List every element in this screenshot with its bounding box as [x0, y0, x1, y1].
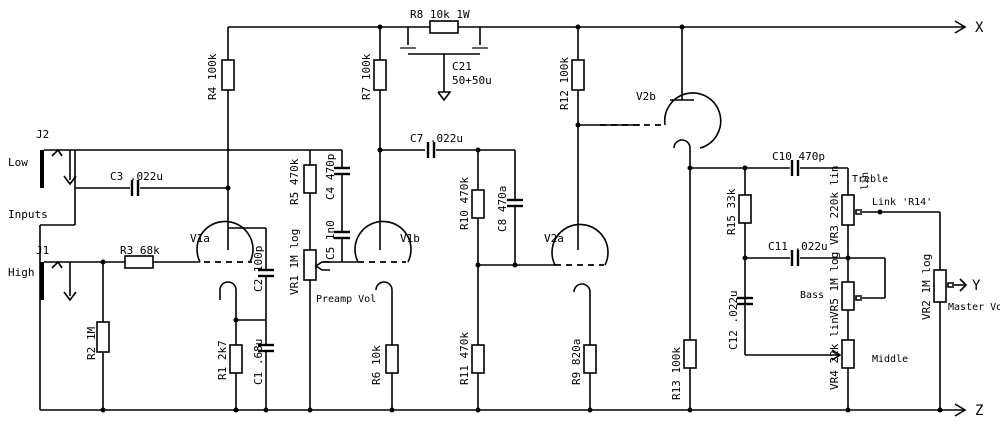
- rail-label-y: Y: [972, 278, 981, 294]
- vr2-master-pot[interactable]: [933, 269, 947, 303]
- c21-value: 50+50u: [452, 74, 492, 87]
- v2a-label: V2a: [544, 232, 564, 245]
- v1b-label: V1b: [400, 232, 420, 245]
- r13-label: R13 100k: [670, 347, 683, 400]
- treble-label: Treble: [852, 174, 888, 185]
- v1b-tube: [354, 220, 412, 291]
- c1-label: C1 .68u: [252, 339, 265, 385]
- ground-rail-z: [40, 403, 967, 417]
- c11-label: C11 .022u: [768, 240, 828, 253]
- vr1-label: VR1 1M log: [288, 229, 301, 295]
- vr3-treble-pot[interactable]: [841, 194, 855, 226]
- r3-label: R3 68k: [120, 244, 160, 257]
- v2b-tube: [663, 92, 722, 149]
- vr5-bass-pot[interactable]: [841, 281, 855, 311]
- r8-label: R8 10k 1W: [410, 8, 470, 21]
- c3-label: C3 .022u: [110, 170, 163, 183]
- r7-label: R7 100k: [360, 53, 373, 100]
- r8-supply-resistor: [400, 20, 488, 102]
- r2-resistor: [96, 259, 110, 410]
- r12-label: R12 100k: [558, 57, 571, 110]
- r2-label: R2 1M: [85, 327, 98, 360]
- input-high-label: High: [8, 266, 35, 279]
- hv-rail-x: [228, 20, 967, 34]
- input-low-label: Low: [8, 156, 28, 169]
- v2a-tube: [551, 223, 609, 293]
- input-wiring: [39, 149, 231, 410]
- c21-label: C21: [452, 60, 472, 73]
- link-label: Link 'R14': [872, 197, 932, 208]
- c2-label: C2 100p: [252, 246, 265, 292]
- preamp-vol-label: Preamp Vol: [316, 294, 376, 305]
- r3-resistor: [118, 255, 200, 269]
- vr2-label: VR2 1M log: [920, 254, 933, 320]
- j1-jack: [40, 260, 77, 302]
- vr5-label: VR5 1M log: [828, 252, 841, 318]
- c7-label: C7 .022u: [410, 132, 463, 145]
- treble-lin-label: lin: [860, 172, 871, 190]
- j1-label: J1: [36, 244, 49, 257]
- c5-label: C5 1n0: [324, 220, 337, 260]
- r11-label: R11 470k: [458, 332, 471, 385]
- r4-label: R4 100k: [206, 53, 219, 100]
- c12-label: C12 .022u: [727, 290, 740, 350]
- middle-label: Middle: [872, 354, 908, 365]
- v2b-label: V2b: [636, 90, 656, 103]
- v1a-label: V1a: [190, 232, 210, 245]
- vr3-label: VR3 220k lin: [828, 166, 841, 245]
- rail-label-x: X: [975, 20, 984, 36]
- c8-label: C8 470a: [496, 186, 509, 232]
- r9-label: R9 820a: [570, 339, 583, 385]
- bass-label: Bass: [800, 290, 824, 301]
- master-vol-label: Master Vol: [948, 302, 1000, 313]
- vr1-pot[interactable]: [303, 249, 317, 281]
- r6-label: R6 10k: [370, 345, 383, 385]
- rail-label-z: Z: [975, 403, 983, 419]
- j2-jack: [40, 148, 77, 188]
- vr4-middle-pot[interactable]: [841, 339, 855, 369]
- r10-label: R10 470k: [458, 177, 471, 230]
- v1a-tube: [196, 220, 254, 300]
- r15-label: R15 33k: [725, 188, 738, 235]
- c10-label: C10 470p: [772, 150, 825, 163]
- j2-label: J2: [36, 128, 49, 141]
- r5-label: R5 470k: [288, 158, 301, 205]
- r1-label: R1 2k7: [216, 340, 229, 380]
- c4-label: C4 470p: [324, 154, 337, 200]
- inputs-title: Inputs: [8, 208, 48, 221]
- vr4-label: VR4 22k lin: [828, 317, 841, 390]
